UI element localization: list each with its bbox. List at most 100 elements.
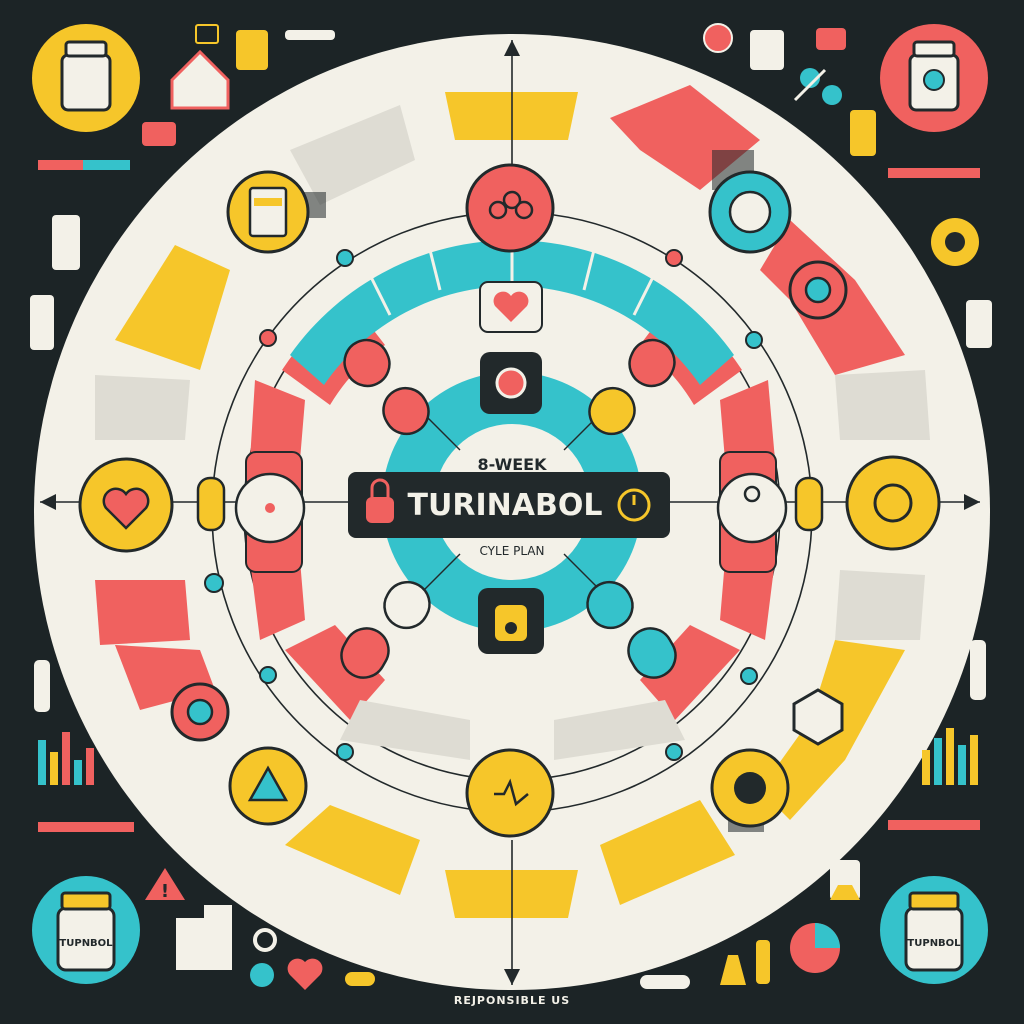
pill-bottle-icon	[850, 110, 876, 156]
bar	[74, 760, 82, 785]
gear-icon	[253, 928, 277, 952]
red-band-right-lower	[720, 560, 775, 640]
lock-icon-body	[366, 497, 394, 523]
person-icon	[756, 940, 770, 984]
orbit-dots	[204, 249, 763, 761]
tag-icon	[195, 24, 219, 44]
pie-icon-slice	[815, 923, 840, 948]
target-icon	[495, 367, 527, 399]
node-glyphs	[102, 186, 913, 807]
capsule	[382, 386, 430, 436]
dot-icon	[703, 23, 733, 53]
arrow-head	[40, 494, 56, 510]
jar-icon	[750, 30, 784, 70]
disc-icon	[734, 772, 766, 804]
red-band-left	[250, 380, 305, 460]
bottom-label: REJPONSIBLE US	[454, 994, 570, 1007]
bar-chart-icon	[38, 732, 94, 785]
home-icon	[170, 49, 230, 110]
stethoscope-icon	[793, 68, 827, 102]
pill-bottle-icon	[30, 295, 54, 350]
bottle-cap	[908, 891, 960, 911]
axis-arrows	[40, 40, 980, 985]
bar	[62, 732, 70, 785]
heart-icon	[493, 291, 529, 322]
legend-bar	[38, 160, 83, 170]
pulse-icon	[494, 778, 529, 807]
teal-band-dividers	[368, 242, 656, 316]
orbit-dot	[740, 667, 758, 685]
clock-icon	[617, 488, 651, 522]
target-icon	[186, 698, 214, 726]
bottle-cap	[60, 891, 112, 911]
outer-segment-bottom-left	[285, 805, 420, 895]
flask-icon	[720, 955, 746, 985]
center-line-3: CYLE PLAN	[480, 544, 545, 558]
jar-icon	[142, 122, 176, 146]
outer-segment-bottom-right	[600, 800, 735, 905]
heart-icon	[102, 487, 150, 530]
broken-heart-icon	[287, 958, 323, 990]
orbit-dot	[204, 573, 224, 593]
orbit-dot	[336, 743, 354, 761]
capsule	[196, 476, 226, 532]
molecule-icon	[514, 200, 534, 220]
jar-icon-mark	[505, 622, 517, 634]
orbit-dot	[259, 329, 277, 347]
hexagon-icon	[792, 688, 844, 746]
inner-icon-slots	[478, 352, 544, 654]
legend-bar	[38, 822, 134, 832]
red-band-bottom-right	[640, 625, 740, 720]
pill-bottle-icon	[966, 300, 992, 348]
orbit-dot	[665, 743, 683, 761]
side-meters	[234, 451, 788, 573]
node-bottom	[465, 748, 555, 838]
legend-bar	[888, 820, 980, 830]
meter-left-pin	[265, 503, 275, 513]
pill-bottle-icon	[60, 53, 112, 112]
capsule	[628, 338, 676, 388]
molecule-icon	[822, 85, 842, 105]
outer-segment-right-lower	[835, 570, 925, 640]
molecule-icon	[488, 200, 508, 220]
capsule	[343, 338, 391, 388]
bar	[958, 745, 966, 785]
outer-segment-right-mid	[835, 370, 930, 440]
bottle-label-right: TUPNBOL	[907, 938, 961, 949]
badge-icon-inner	[945, 232, 965, 252]
gray-band-bottom	[554, 700, 685, 760]
clock-icon-face	[617, 488, 651, 522]
orbit-dot	[745, 331, 763, 349]
orbit-dot	[665, 249, 683, 267]
person-icon-base	[830, 885, 860, 900]
pill-bottle-icon	[52, 215, 80, 270]
bottle-mark	[923, 69, 945, 91]
warning-icon-mark: !	[161, 881, 169, 902]
center-line-1: 8-WEEK	[478, 455, 548, 474]
arrow-head	[964, 494, 980, 510]
magnet-icon	[345, 972, 375, 986]
lock-icon-shackle	[370, 478, 390, 498]
bar-chart-icon	[922, 728, 978, 785]
teal-divider	[582, 249, 596, 291]
scale-icon	[728, 190, 772, 234]
node-right	[845, 455, 941, 551]
target-icon	[804, 276, 832, 304]
bottle-label-left: TUPNBOL	[59, 938, 113, 949]
teal-divider	[632, 274, 656, 316]
bar	[50, 752, 58, 785]
molecule-icon	[800, 68, 820, 88]
bottle-cap	[912, 40, 956, 58]
virus-icon	[873, 483, 913, 523]
bar	[86, 748, 94, 785]
legend-bar	[38, 160, 130, 170]
red-band-bottom-left	[285, 625, 385, 720]
gray-band-bottom	[340, 700, 470, 760]
document-icon	[248, 186, 288, 238]
bar	[946, 728, 954, 785]
pills-icon	[640, 975, 690, 989]
orbit-dot	[259, 666, 277, 684]
capsule	[340, 627, 390, 679]
red-band-left-lower	[250, 560, 305, 640]
